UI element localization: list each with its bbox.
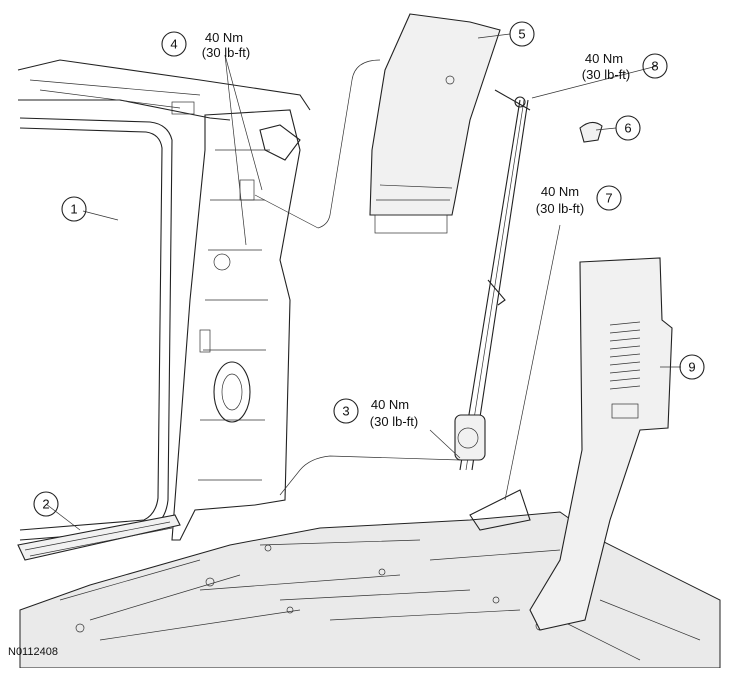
callout-9-label: 9 — [688, 360, 695, 375]
torque-8-lbft: (30 lb-ft) — [582, 67, 630, 82]
callout-3-label: 3 — [342, 404, 349, 419]
callout-5-label: 5 — [518, 27, 525, 42]
leader-lines — [45, 33, 681, 531]
torque-spec-4: 40 Nm (30 lb-ft) — [202, 30, 250, 60]
callout-8-label: 8 — [651, 59, 658, 74]
seat-belt-assembly — [454, 89, 531, 531]
upper-pillar-trim — [317, 13, 501, 234]
callout-8: 8 — [642, 53, 668, 79]
callout-6: 6 — [615, 115, 641, 141]
torque-4-nm: 40 Nm — [205, 30, 243, 45]
callout-3: 3 — [333, 398, 359, 424]
torque-7-nm: 40 Nm — [541, 184, 579, 199]
torque-4-lbft: (30 lb-ft) — [202, 45, 250, 60]
callout-5: 5 — [509, 21, 535, 47]
callout-1-label: 1 — [70, 202, 77, 217]
b-pillar — [171, 109, 301, 541]
body-side-structure — [17, 59, 311, 121]
torque-spec-3: 40 Nm (30 lb-ft) — [370, 397, 418, 429]
callout-2-label: 2 — [42, 497, 49, 512]
torque-3-nm: 40 Nm — [371, 397, 409, 412]
torque-spec-8: 40 Nm (30 lb-ft) — [582, 51, 630, 82]
torque-8-nm: 40 Nm — [585, 51, 623, 66]
callout-9: 9 — [679, 354, 705, 380]
callout-2: 2 — [33, 491, 59, 517]
callout-4-label: 4 — [170, 37, 177, 52]
callout-6-label: 6 — [624, 121, 631, 136]
lower-pillar-trim — [529, 257, 673, 631]
door-weatherstrip — [19, 117, 173, 541]
callout-4: 4 — [161, 31, 187, 57]
scuff-plate — [17, 514, 181, 561]
callout-7-label: 7 — [605, 191, 612, 206]
callout-7: 7 — [596, 185, 622, 211]
figure-id: N0112408 — [8, 646, 58, 658]
torque-spec-7: 40 Nm (30 lb-ft) — [536, 184, 584, 216]
torque-3-lbft: (30 lb-ft) — [370, 414, 418, 429]
callout-1: 1 — [61, 196, 87, 222]
torque-7-lbft: (30 lb-ft) — [536, 201, 584, 216]
d-ring-cover — [579, 121, 603, 143]
